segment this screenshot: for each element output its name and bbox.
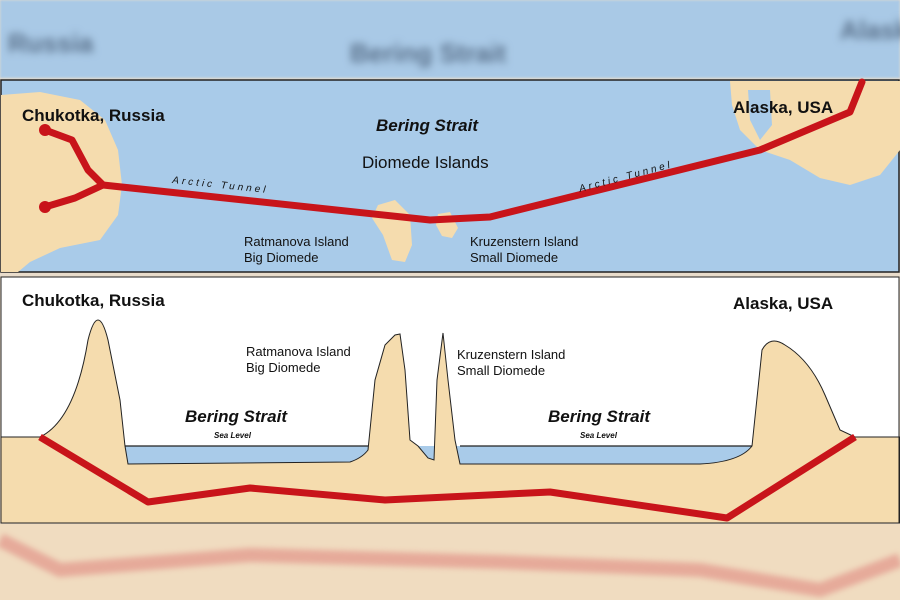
alaska-land — [730, 81, 900, 185]
map-small-island-sub: Small Diomede — [470, 250, 558, 265]
map-big-island-name: Ratmanova Island — [244, 234, 349, 249]
section-border — [0, 276, 900, 524]
tunnel-route-section — [38, 434, 857, 522]
section-strait-west: Bering Strait — [185, 407, 288, 426]
section-small-island-sub: Small Diomede — [457, 363, 545, 378]
chukotka-land — [1, 92, 122, 272]
map-small-island-name: Kruzenstern Island — [470, 234, 578, 249]
sea-level-label-west: Sea Level — [214, 431, 252, 440]
map-panel: Chukotka, Russia Alaska, USA Bering Stra… — [0, 78, 900, 273]
blurred-background-top — [0, 0, 900, 78]
alaska-inlet — [748, 90, 772, 140]
section-big-island-sub: Big Diomede — [246, 360, 320, 375]
sea-level-label-east: Sea Level — [580, 431, 618, 440]
blurred-tunnel-echo — [0, 533, 900, 598]
section-strait-east: Bering Strait — [548, 407, 651, 426]
map-russia-label: Chukotka, Russia — [22, 106, 165, 125]
blurred-label: Bering Strait — [350, 38, 507, 68]
map-islands-label: Diomede Islands — [362, 153, 489, 172]
tunnel-endpoint-icon — [39, 201, 51, 213]
map-strait-label: Bering Strait — [376, 116, 479, 135]
cross-section-panel: Chukotka, Russia Alaska, USA Ratmanova I… — [0, 276, 900, 524]
section-alaska-label: Alaska, USA — [733, 294, 833, 313]
tunnel-endpoint-icon — [39, 124, 51, 136]
map-alaska-label: Alaska, USA — [733, 98, 833, 117]
map-big-island-sub: Big Diomede — [244, 250, 318, 265]
blurred-label: Russia — [8, 28, 94, 58]
blurred-label: Alaska — [840, 15, 900, 45]
section-big-island-name: Ratmanova Island — [246, 344, 351, 359]
section-russia-label: Chukotka, Russia — [22, 291, 165, 310]
tunnel-route-map — [41, 78, 866, 224]
section-small-island-name: Kruzenstern Island — [457, 347, 565, 362]
terrain-profile — [0, 319, 900, 524]
